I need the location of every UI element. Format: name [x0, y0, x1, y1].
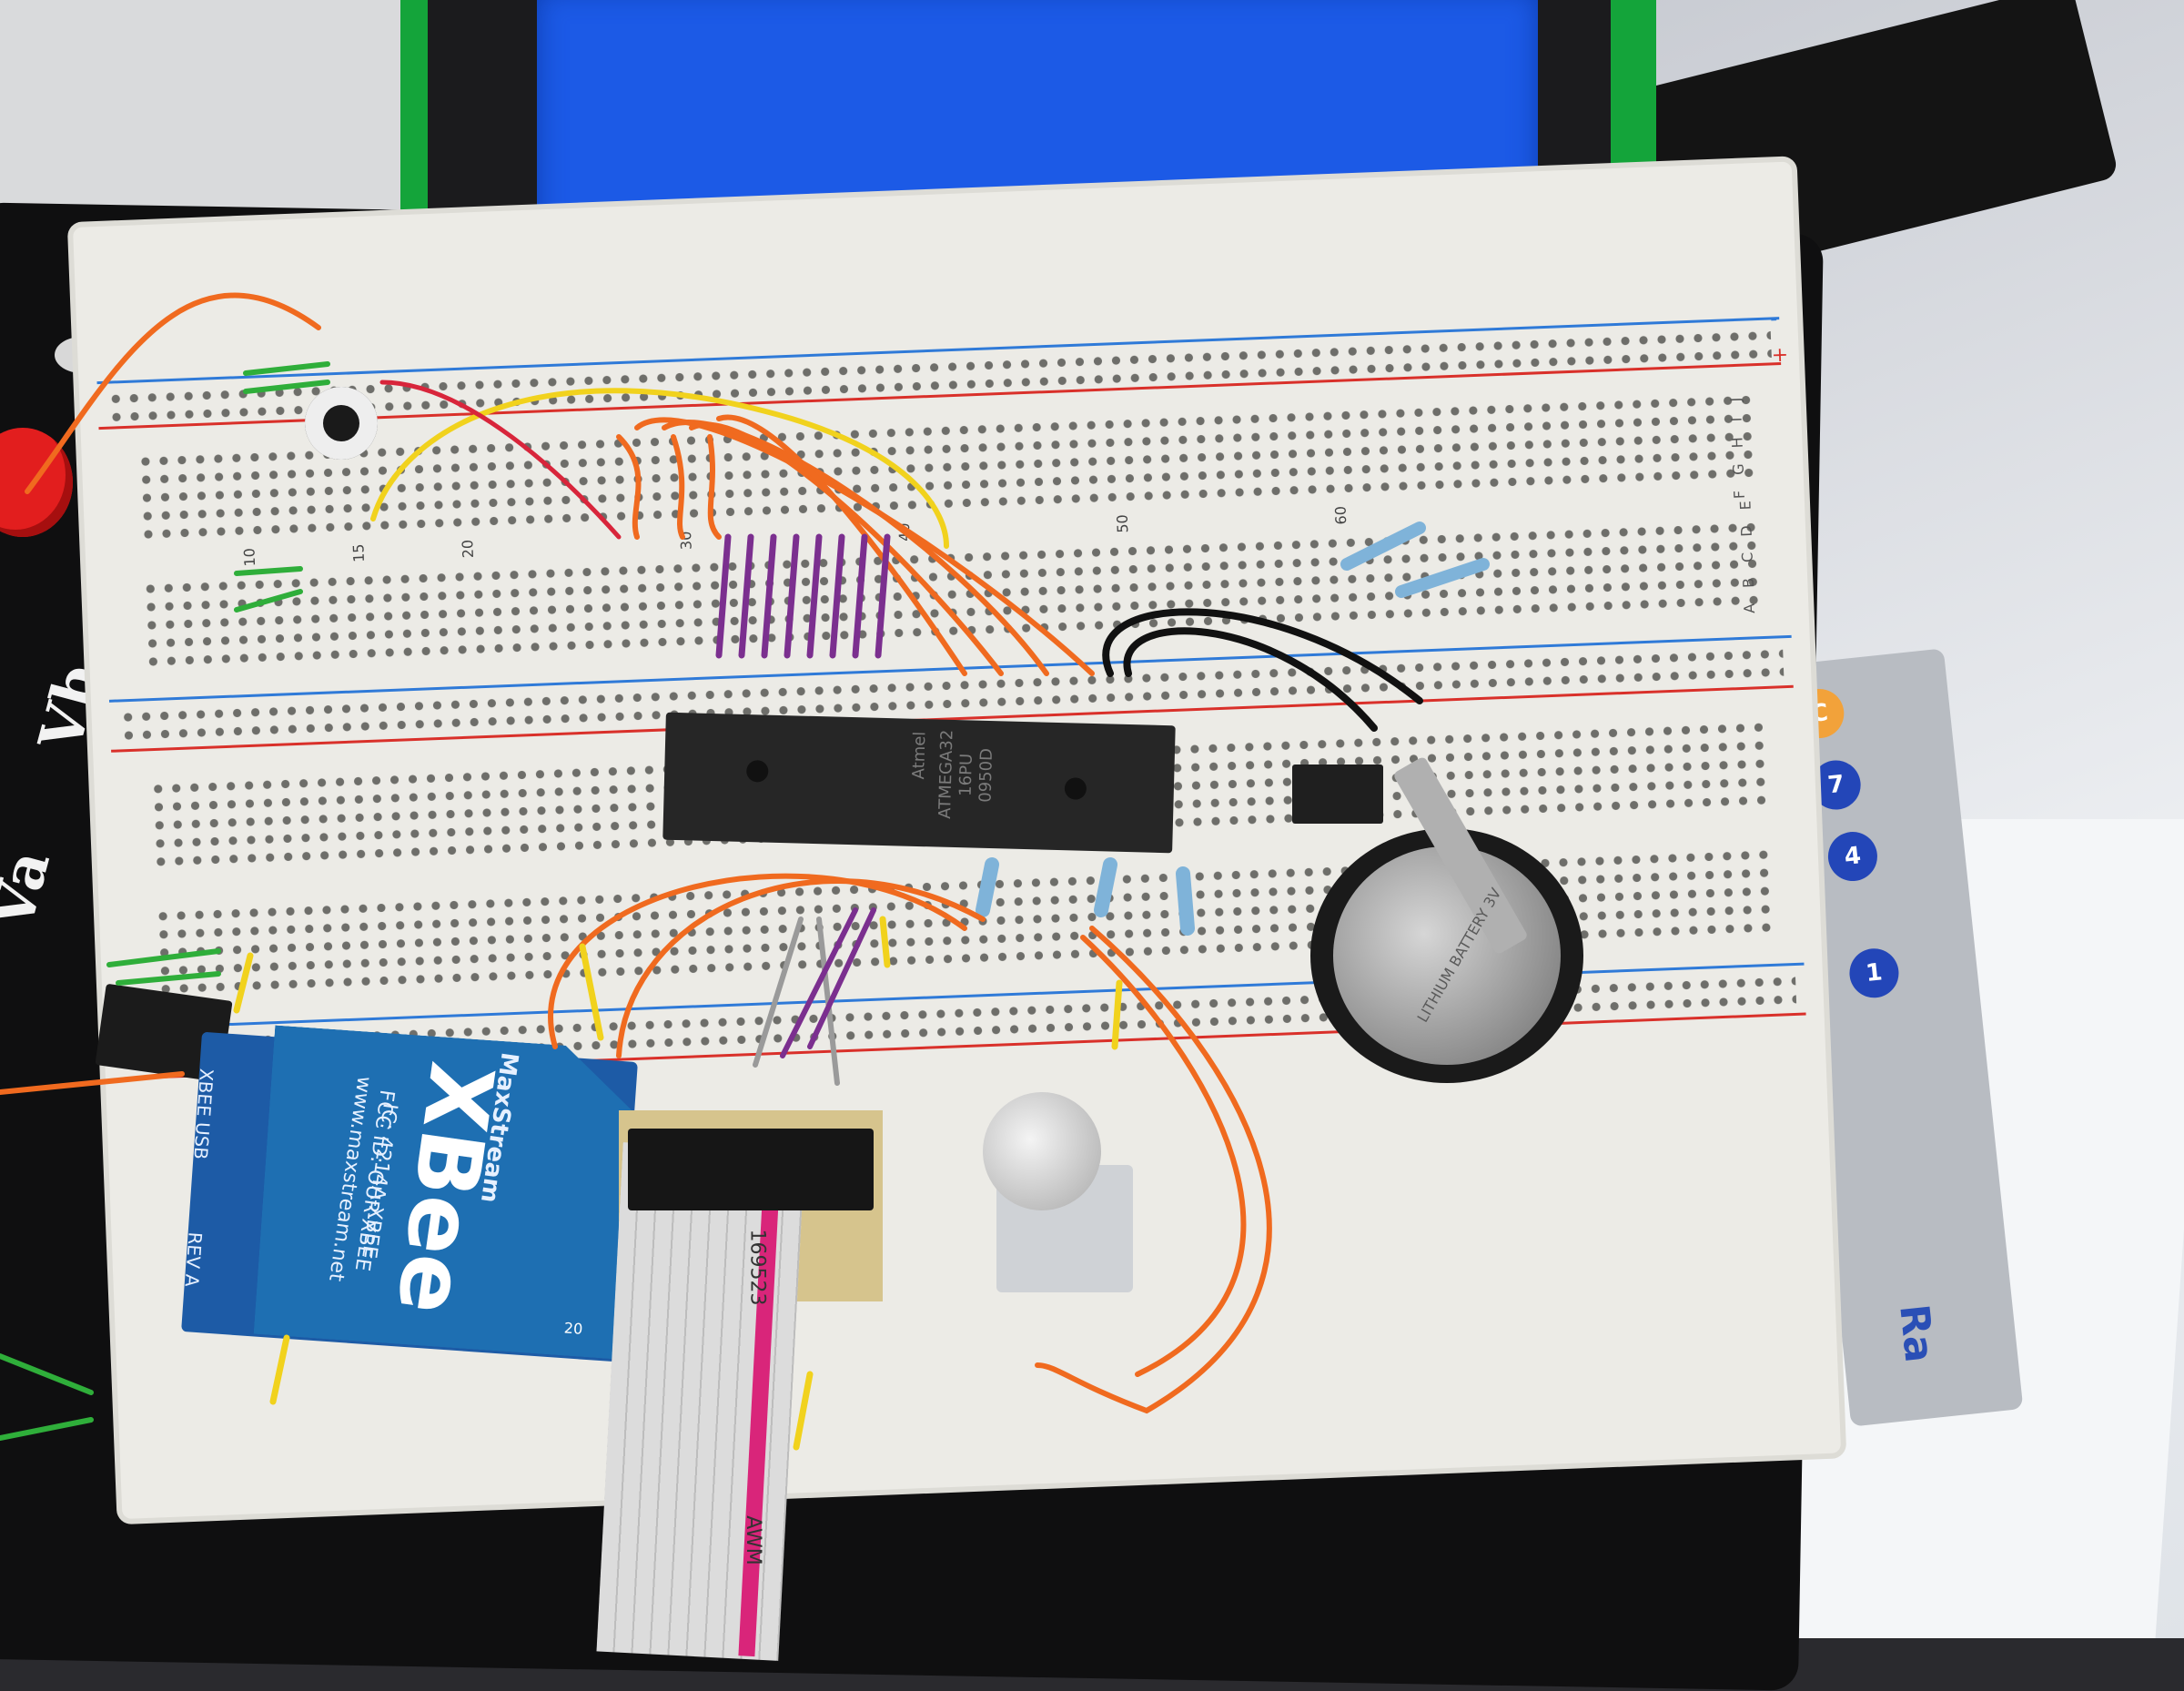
- rtc-chip-dip8: [1292, 764, 1383, 824]
- jumper-wires: [0, 292, 1490, 1451]
- trimmer-potentiometer[interactable]: [305, 387, 378, 460]
- rotary-encoder-knob[interactable]: [983, 1092, 1101, 1210]
- coin-cell-battery: [1333, 846, 1561, 1065]
- idc-connector[interactable]: [628, 1129, 874, 1210]
